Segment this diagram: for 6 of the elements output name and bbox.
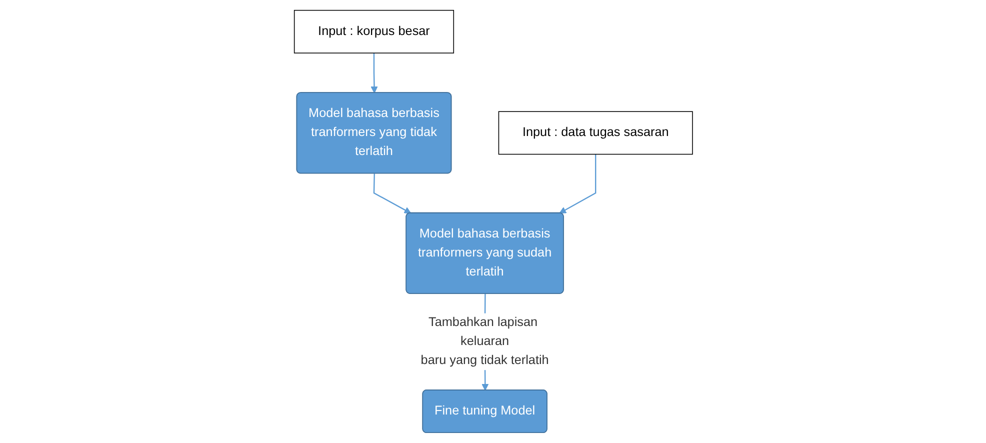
edge-label: Tambahkan lapisan keluaran baru yang tidak terlatih	[420, 316, 548, 368]
node-box: Input : data tugas sasaran	[498, 111, 692, 155]
arrow	[372, 174, 411, 214]
arrow	[370, 53, 378, 94]
arrow	[558, 154, 596, 214]
node-box: Input : korpus besar	[294, 10, 454, 54]
